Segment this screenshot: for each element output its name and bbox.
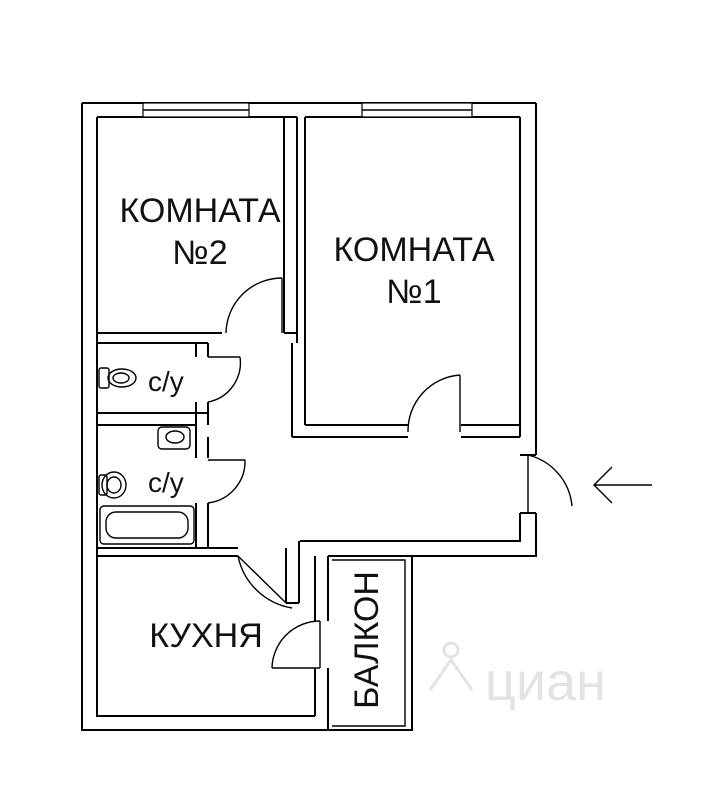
- door-bathroom-upper[interactable]: [207, 356, 242, 403]
- balcony-walls: [328, 555, 413, 731]
- bathroom-upper-walls: [97, 343, 209, 426]
- door-bathroom-lower[interactable]: [207, 459, 246, 504]
- door-kitchen[interactable]: [237, 555, 293, 609]
- room1-walls: [291, 117, 520, 438]
- room2-label-line1: КОМНАТА: [119, 192, 280, 230]
- watermark-text: циан: [485, 652, 606, 712]
- windows: [142, 102, 473, 118]
- door-balcony[interactable]: [271, 620, 321, 669]
- entrance-door[interactable]: [520, 454, 573, 514]
- room1-label-line1: КОМНАТА: [333, 231, 494, 269]
- room2-label-line2: №2: [172, 234, 227, 272]
- toilet-icon-lower: [98, 471, 127, 499]
- toilet-icon: [98, 367, 137, 389]
- bathtub-icon: [99, 505, 195, 545]
- arrow-left-icon: [593, 466, 652, 504]
- door-room2[interactable]: [225, 277, 283, 334]
- bathroom-upper-label: с/у: [148, 366, 184, 397]
- kitchen-label: КУХНЯ: [149, 617, 263, 655]
- sink-icon: [157, 426, 191, 450]
- room1-label-line2: №1: [386, 273, 441, 311]
- bathroom-lower-label: с/у: [148, 467, 184, 498]
- door-room1[interactable]: [407, 374, 461, 433]
- room2-walls: [97, 117, 298, 344]
- bathroom-lower-walls: [97, 425, 238, 557]
- kitchen-walls: [285, 541, 329, 730]
- balcony-label: БАЛКОН: [348, 571, 386, 709]
- watermark: циан: [428, 641, 606, 712]
